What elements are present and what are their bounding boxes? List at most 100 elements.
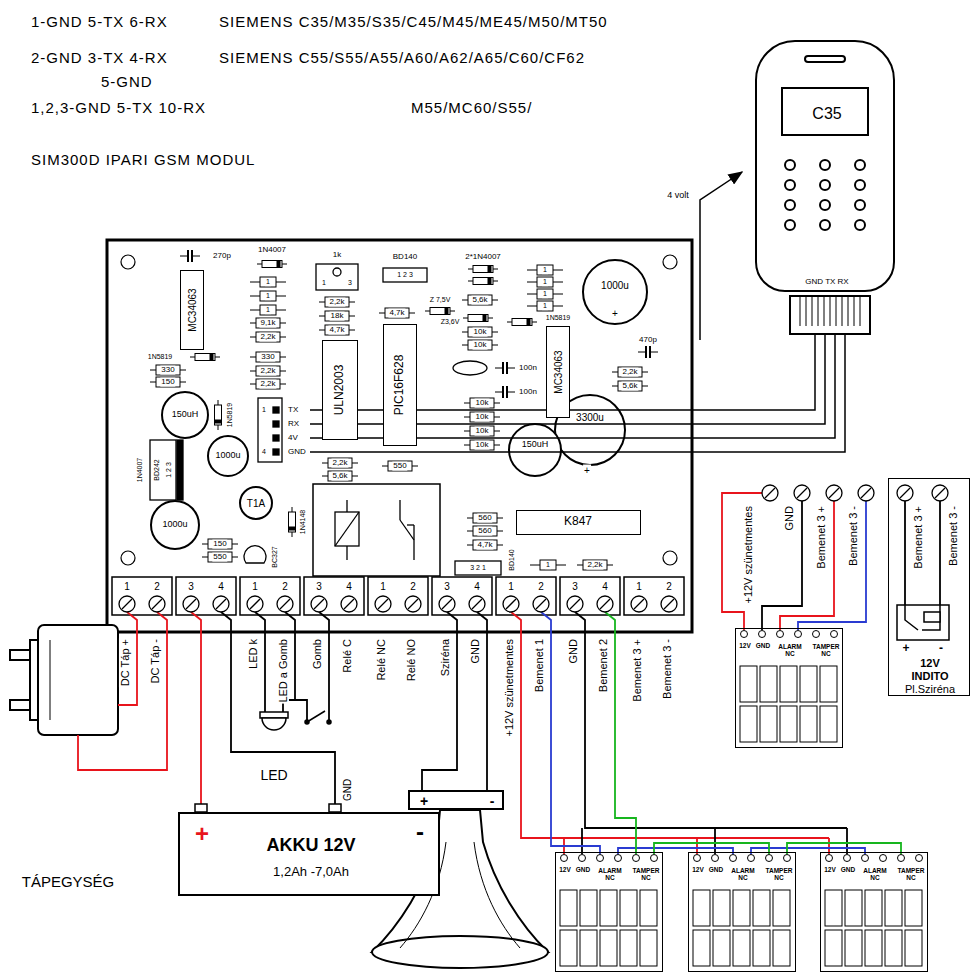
sensor-module: 12V GND ALARM NC TAMPER NC: [688, 852, 796, 972]
sensor-module-art: [633, 855, 640, 862]
box-text: GND: [576, 866, 590, 873]
circuit-board: [663, 255, 677, 269]
component-value: 2,2k: [621, 368, 638, 377]
polarity-mark: +: [583, 465, 591, 476]
board-component: [509, 424, 561, 476]
phone-art: [820, 180, 830, 190]
resistor-symbol: [322, 458, 358, 468]
component-value: 150: [212, 540, 227, 549]
push-button: [307, 711, 325, 722]
phone-art: [820, 200, 830, 210]
component-value: 1N5819: [147, 353, 174, 361]
terminal-label: GND: [469, 638, 481, 664]
component-value: 470p: [638, 336, 658, 345]
circuit-board: [121, 551, 135, 565]
terminal-number: 3: [315, 581, 323, 592]
component-value: 5,6k: [621, 382, 638, 391]
terminal-screw: [469, 596, 485, 612]
wire-label: Bemenet 3 -: [847, 505, 859, 567]
siren-terminal: +-: [408, 790, 504, 810]
box-text: GND: [756, 642, 770, 649]
resistor-symbol: [250, 379, 286, 389]
wire: [762, 493, 802, 630]
board-component: [399, 500, 400, 520]
sensor-module-art: [795, 631, 802, 638]
resistor-symbol: [250, 366, 286, 376]
phone-art: [790, 296, 870, 334]
component-value: 1: [265, 278, 271, 286]
wire: [78, 493, 940, 854]
terminal-screw: [213, 596, 229, 612]
box-text: 12V: [824, 866, 836, 873]
circuit-board: [121, 255, 135, 269]
component-value: 1N5819: [545, 314, 572, 322]
component-value: 1N4007: [136, 457, 144, 484]
resistor-symbol: [464, 426, 500, 436]
sensor-module-art: [693, 890, 790, 966]
circuit-board: [107, 240, 692, 632]
terminal-number: 4: [601, 581, 609, 592]
terminal-screw: [405, 596, 421, 612]
terminal-screw: [858, 485, 874, 501]
mobile-phone: C35GND TX RX: [755, 40, 895, 292]
resistor-symbol: [527, 277, 563, 287]
terminal-screw: [119, 485, 948, 612]
resistor-symbol: [322, 471, 358, 481]
component-value: 10k: [475, 399, 490, 408]
sensor-module-art: [579, 855, 586, 862]
box-text: -: [939, 642, 943, 655]
terminal-block: [176, 577, 236, 615]
terminal-label: Sziréna: [439, 638, 451, 677]
resistor-symbol: [527, 265, 563, 275]
resistor-symbol: [462, 327, 498, 337]
led-symbol: [262, 718, 286, 730]
board-component: [162, 392, 208, 438]
wire: [191, 612, 201, 804]
terminal-block: [432, 577, 492, 615]
box-text: AKKU 12V: [266, 836, 355, 856]
box-text: ALARM NC: [731, 867, 755, 881]
battery-tab: [329, 804, 341, 812]
sensor-module-art: [730, 855, 737, 862]
box-text: C35: [812, 105, 841, 123]
siren-horn: [372, 936, 548, 968]
box-text: 12V: [692, 866, 704, 873]
terminal-screw: [183, 596, 199, 612]
terminal-screw: [567, 596, 583, 612]
resistor-symbol: [319, 311, 355, 321]
wire-label: GND: [783, 505, 795, 531]
resistor-symbol: [612, 381, 648, 391]
chip-label: K847: [564, 515, 592, 528]
box-text: GND: [709, 866, 723, 873]
battery: +AKKU 12V1,2Ah -7,0Ah-: [178, 812, 440, 896]
resistor-symbol: [250, 332, 286, 342]
phone-art: [785, 220, 795, 230]
sensor-module-art: [597, 855, 604, 862]
sensor-module-art: [561, 855, 568, 862]
component-value: 2*1N4007: [464, 253, 502, 262]
terminal-number: 2: [153, 581, 161, 592]
terminal-screw: [661, 596, 677, 612]
terminal-number: 3: [571, 581, 579, 592]
phone-art: [785, 180, 795, 190]
sensor-module-art: [560, 631, 923, 967]
component-value: BC327: [271, 545, 279, 568]
starter-relay: [924, 612, 940, 622]
phone-art: [855, 180, 865, 190]
resistor-symbol: [577, 560, 613, 570]
terminal-label: Bemenet 3 +: [631, 638, 643, 703]
resistor-symbol: [464, 412, 500, 422]
terminal-label: LED k: [247, 638, 259, 670]
phone-art: [855, 220, 865, 230]
sensor-module: 12VGNDALARM NCTAMPER NC: [735, 628, 843, 748]
terminal-label: Relé NC: [375, 638, 387, 682]
box-text: TAMPER NC: [764, 867, 794, 881]
phone-art: [782, 56, 870, 334]
board-component: [316, 264, 358, 290]
component-value: 1000u: [161, 520, 188, 530]
led-symbol: [260, 712, 288, 718]
chip-label: ULN2003: [333, 365, 346, 416]
terminal-screw: [247, 596, 263, 612]
component-value: 330: [260, 353, 275, 362]
terminal-number: 2: [537, 581, 545, 592]
